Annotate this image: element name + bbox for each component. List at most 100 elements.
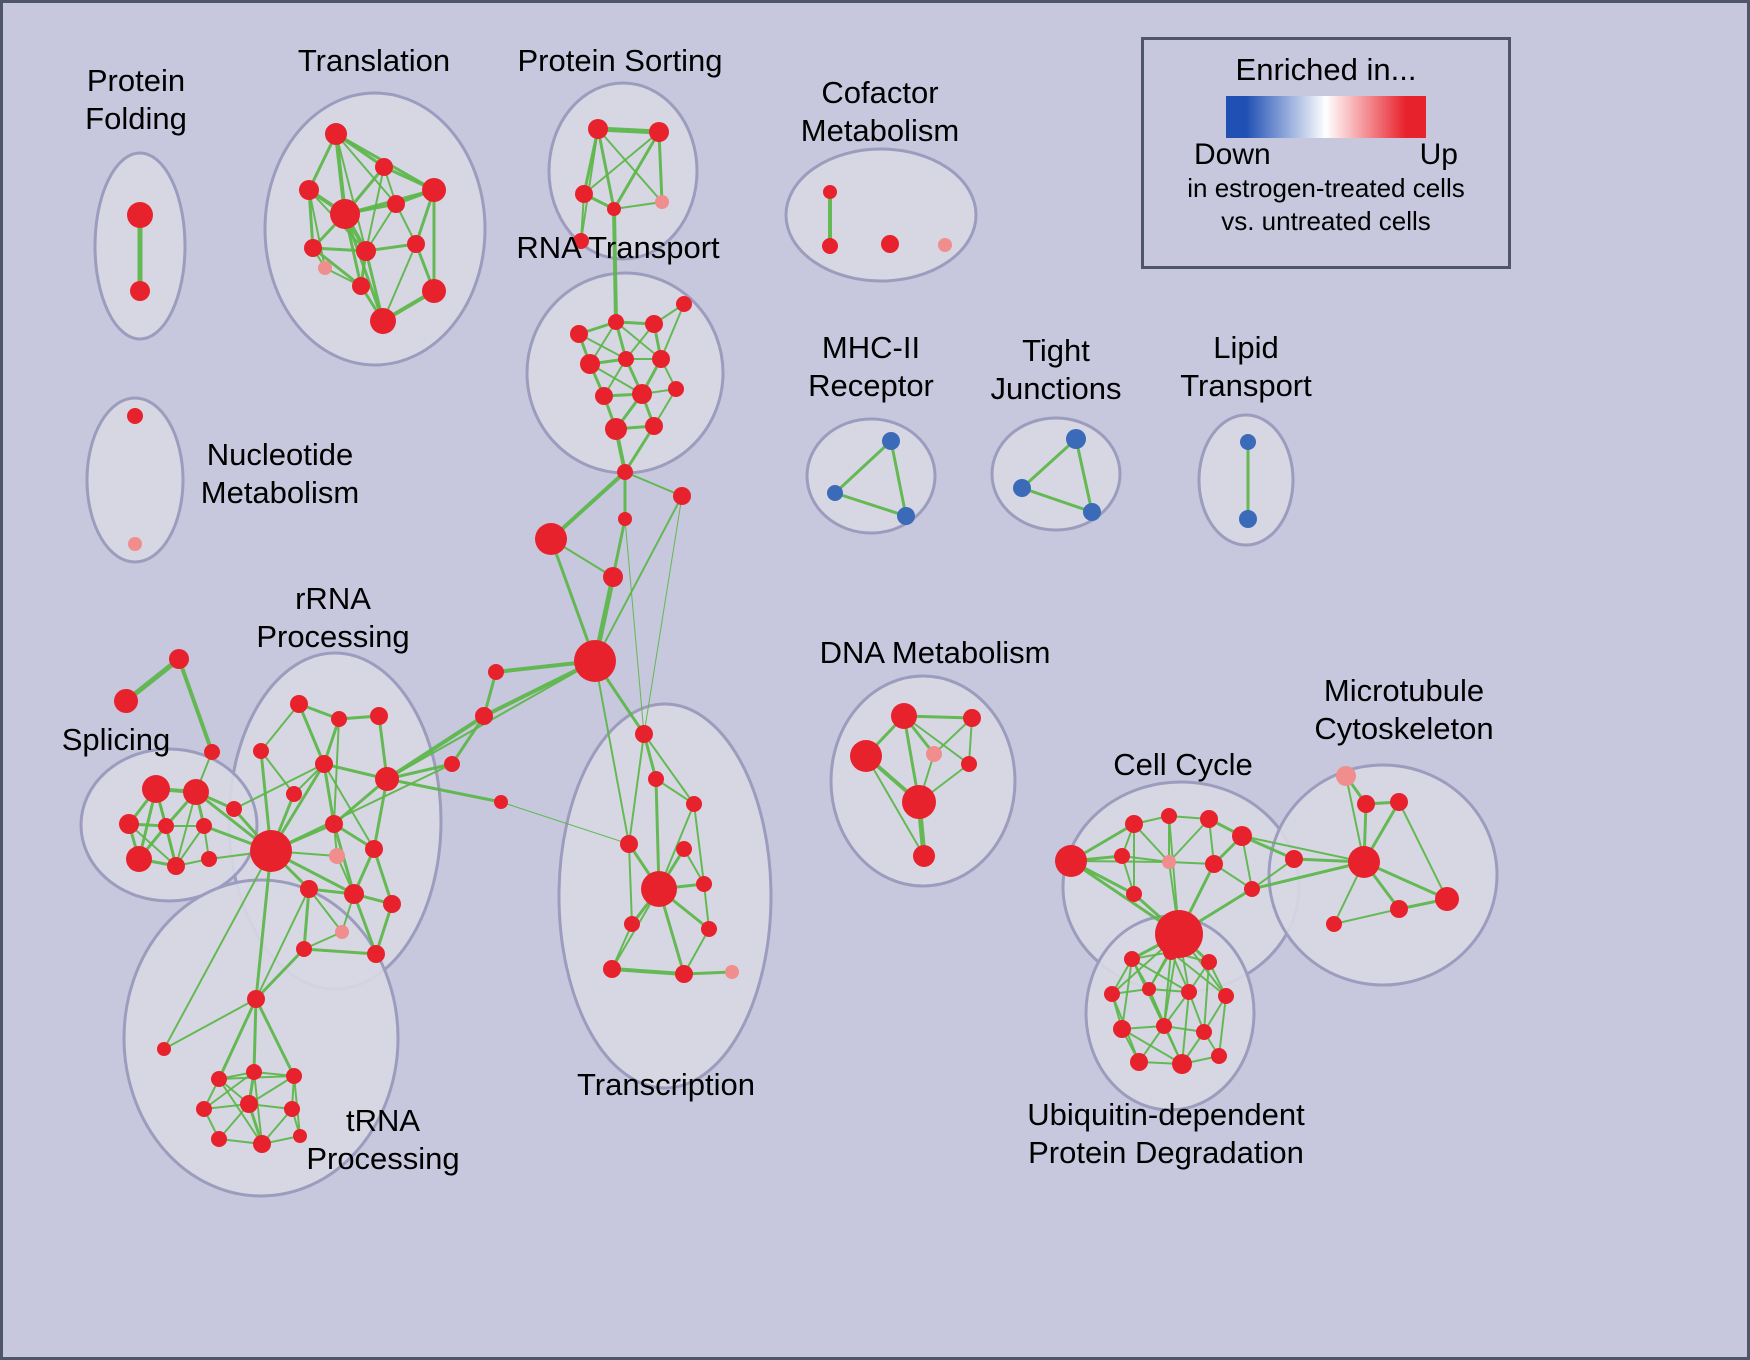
network-node [1200,810,1218,828]
network-node [1244,881,1260,897]
network-node [1336,766,1356,786]
network-edge [643,733,695,805]
legend-gradient-bar [1226,96,1426,138]
network-node [142,775,170,803]
network-node [127,202,153,228]
network-node [902,785,936,819]
network-edge [1203,961,1210,1033]
network-node [335,925,349,939]
cluster-ellipse-nucleotide-metabolism [85,396,185,564]
cluster-label-translation: Translation [298,43,450,78]
network-edge [333,718,340,825]
legend-caption-line1: in estrogen-treated cells [1187,173,1465,203]
network-node [1239,510,1257,528]
cluster-ellipse-dna-metabolism [829,674,1017,888]
network-edge [889,439,908,518]
network-node [1163,944,1179,960]
network-node [286,1068,302,1084]
network-edge [163,998,257,1050]
network-node [422,279,446,303]
network-edge [1121,1028,1183,1065]
network-node [725,965,739,979]
legend-box: Enriched in... Down Up in estrogen-treat… [1141,37,1511,269]
network-node [1124,951,1140,967]
network-edge [833,439,893,495]
network-node [253,1135,271,1153]
network-node [367,945,385,963]
network-edge [597,128,663,203]
cluster-ellipse-trna-processing [122,878,400,1198]
network-node [1435,887,1459,911]
network-node [595,387,613,405]
network-node [211,1071,227,1087]
cluster-label-splicing: Splicing [62,722,171,757]
network-node [1232,826,1252,846]
network-node [183,779,209,805]
network-node [365,840,383,858]
network-node [1125,815,1143,833]
network-node [1114,848,1130,864]
network-edge [1398,801,1448,900]
network-node [645,315,663,333]
network-node [1162,855,1176,869]
network-node [127,408,143,424]
network-node [422,178,446,202]
network-node [573,233,589,249]
network-node [114,689,138,713]
network-node [356,241,376,261]
network-node [617,464,633,480]
legend-down-label: Down [1194,138,1271,171]
network-node [1142,982,1156,996]
network-node [315,755,333,773]
network-node [128,537,142,551]
network-node [1156,1018,1172,1034]
network-edge [628,733,645,845]
legend-caption-line2: vs. untreated cells [1221,206,1431,236]
network-node [253,743,269,759]
network-node [575,185,593,203]
network-node [488,664,504,680]
network-node [247,990,265,1008]
network-node [1348,846,1380,878]
network-edge [865,755,925,857]
network-node [126,846,152,872]
network-node [624,916,640,932]
network-node [574,640,616,682]
network-edge [323,763,375,850]
cluster-ellipse-cofactor-metabolism [784,147,978,283]
network-node [201,851,217,867]
network-edge [610,967,686,976]
network-node [293,1129,307,1143]
network-edge [233,763,325,810]
network-node [1161,808,1177,824]
network-edge [903,715,970,765]
network-edge [252,997,258,1074]
network-edge [254,997,296,1078]
network-node [823,185,837,199]
network-node [331,711,347,727]
network-node [1390,793,1408,811]
network-node [608,314,624,330]
network-node [1201,954,1217,970]
network-node [299,180,319,200]
network-node [1126,886,1142,902]
network-node [897,507,915,525]
network-edge [203,1071,255,1110]
network-edge [128,823,177,867]
network-edge [217,997,258,1081]
network-edge [372,847,394,906]
network-edge [657,130,664,204]
network-node [158,818,174,834]
network-edge [1241,835,1365,863]
network-edge [255,888,310,1000]
network-node [822,238,838,254]
network-node [375,158,393,176]
network-node [157,1042,171,1056]
network-node [329,848,345,864]
network-node [1013,479,1031,497]
network-edge [624,471,683,497]
